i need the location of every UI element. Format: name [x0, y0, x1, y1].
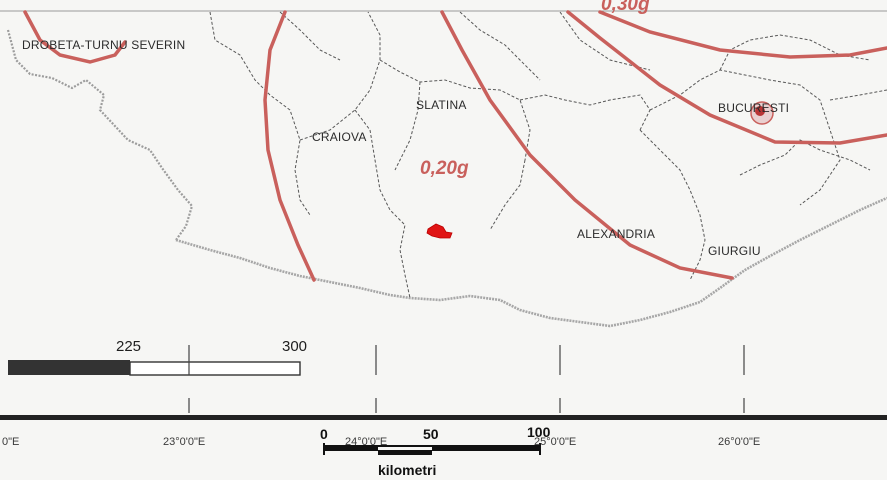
longitude-label-24e: 24°0'0"E: [345, 436, 388, 448]
overview-scale-label-300: 300: [282, 338, 308, 355]
city-label-drobeta-turnu-severin: DROBETA-TURNU SEVERIN: [22, 38, 186, 52]
km-scale-bar: [323, 443, 541, 455]
scale-label-0: 0: [320, 426, 328, 442]
scale-label-50: 50: [423, 426, 439, 442]
bucharest-area: [750, 101, 774, 125]
isoline-bucharest-inner: [598, 10, 887, 59]
county-borders: [209, 11, 887, 299]
isoline-drobeta: [23, 10, 127, 64]
scale-label-100: 100: [527, 424, 551, 440]
western-border: [6, 29, 194, 241]
longitude-label-edge: 0"E: [2, 436, 20, 448]
longitude-label-25e: 25°0'0"E: [534, 436, 577, 448]
overview-scale-bar: [8, 360, 301, 376]
isoline-bucharest-outer: [566, 10, 887, 145]
longitude-label-23e: 23°0'0"E: [163, 436, 206, 448]
longitude-ticks: [188, 345, 745, 413]
pga-label-0-20g: 0,20g: [420, 158, 469, 179]
city-label-alexandria: ALEXANDRIA: [577, 227, 656, 241]
longitude-label-26e: 26°0'0"E: [718, 436, 761, 448]
danube-river: [175, 196, 887, 328]
isoline-west: [263, 10, 316, 282]
overview-scale-label-225: 225: [116, 338, 142, 355]
pga-isolines: [23, 10, 887, 282]
city-label-giurgiu: GIURGIU: [708, 244, 761, 258]
city-label-bucuresti: BUCURESTI: [718, 101, 790, 115]
pga-label-0-30g: 0,30g: [601, 0, 650, 15]
isoline-central: [440, 10, 734, 280]
map-frame-bottom: [0, 415, 887, 420]
city-label-slatina: SLATINA: [416, 98, 467, 112]
scale-unit-label: kilometri: [378, 462, 437, 478]
site-marker: [426, 223, 453, 239]
city-label-craiova: CRAIOVA: [312, 130, 367, 144]
